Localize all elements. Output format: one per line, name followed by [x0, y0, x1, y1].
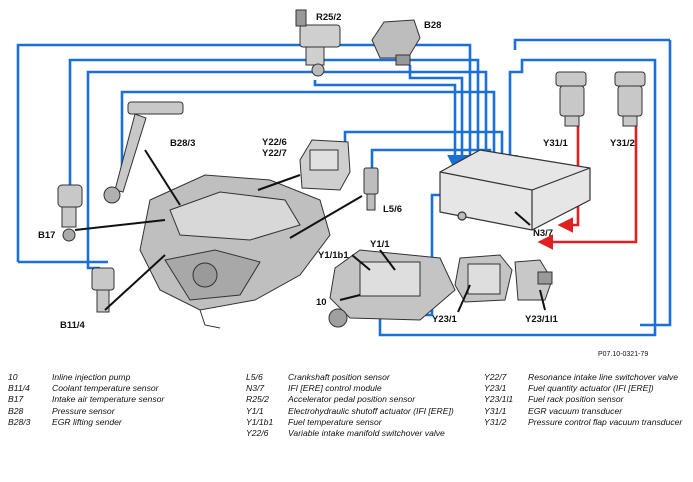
accelerator-pedal-sensor [295, 9, 341, 77]
legend-code: Y23/1l1 [484, 394, 514, 405]
legend-row: Y1/1 Electrohydraulic shutoff actuator (I… [246, 406, 471, 417]
fuel-quantity-actuator [454, 254, 513, 303]
legend-row: Y22/6 Variable intake manifold switchover… [246, 428, 471, 439]
legend-row: Y31/1 EGR vacuum transducer [484, 406, 689, 417]
legend-code: Y23/1 [484, 383, 507, 394]
switchover-valves [299, 139, 351, 191]
pressure-sensor [371, 19, 421, 66]
component-labels: R25/2 B28 B28/3 Y22/6 Y22/7 Y31/1 Y31/2 … [38, 12, 635, 331]
legend-description: Inline injection pump [52, 372, 131, 382]
legend-description: Fuel quantity actuator (IFI [ERE]) [528, 383, 654, 394]
legend-description: Fuel rack position sensor [528, 394, 624, 405]
legend-code: B28 [8, 405, 24, 416]
legend-column-3: Y22/7 Resonance intake line switchover va… [484, 372, 689, 428]
legend-code: Y22/6 [246, 428, 269, 439]
legend-code: Y31/1 [484, 405, 507, 416]
legend-code: 10 [8, 372, 18, 382]
injection-pump [328, 249, 456, 328]
label-n3-7: N3/7 [533, 228, 553, 239]
legend-row: N3/7 IFI [ERE] control module [246, 383, 471, 394]
label-y23-1: Y23/1 [432, 314, 458, 325]
label-b11-4: B11/4 [60, 320, 86, 331]
label-l5-6: L5/6 [383, 204, 402, 215]
label-10: 10 [316, 297, 327, 308]
legend-description: EGR vacuum transducer [528, 405, 623, 416]
label-y23-1l1: Y23/1l1 [525, 314, 558, 325]
legend-code: Y1/1b1 [246, 416, 274, 427]
legend-description: Pressure sensor [52, 405, 115, 416]
legend-row: Y31/2 Pressure control flap vacuum transd… [484, 417, 689, 428]
label-r25-2: R25/2 [316, 12, 341, 23]
label-y22-6: Y22/6 [262, 137, 287, 148]
legend-code: B17 [8, 394, 24, 405]
legend-code: Y1/1 [246, 405, 264, 416]
legend-row: B28/3 EGR lifting sender [8, 417, 238, 428]
legend-description: Electrohydraulic shutoff actuator (IFI [… [288, 405, 454, 416]
fuel-rack-sensor [514, 259, 553, 301]
legend-row: B28 Pressure sensor [8, 406, 238, 417]
wiring-diagram: R25/2 B28 B28/3 Y22/6 Y22/7 Y31/1 Y31/2 … [16, 9, 672, 337]
label-b28: B28 [424, 20, 441, 31]
figure-reference: P07.10-0321-79 [598, 351, 649, 358]
label-y1-1: Y1/1 [370, 239, 390, 250]
legend-description: EGR lifting sender [52, 416, 122, 427]
label-y31-2: Y31/2 [610, 138, 635, 149]
legend-row: B11/4 Coolant temperature sensor [8, 383, 238, 394]
legend-code: R25/2 [246, 394, 269, 405]
intake-air-temp-sensor [57, 184, 83, 242]
legend-row: Y23/1l1 Fuel rack position sensor [484, 394, 689, 405]
coolant-temp-sensor [91, 267, 115, 313]
vacuum-lines [537, 125, 638, 250]
legend-code: Y22/7 [484, 372, 507, 382]
legend-code: B11/4 [8, 383, 30, 394]
legend-code: B28/3 [8, 416, 31, 427]
leader-lines [74, 149, 546, 313]
legend-code: L5/6 [246, 372, 263, 382]
legend-row: Y22/7 Resonance intake line switchover va… [484, 372, 689, 383]
legend-description: Variable intake manifold switchover valv… [288, 428, 445, 439]
label-y31-1: Y31/1 [543, 138, 569, 149]
legend-description: Pressure control flap vacuum transducer [528, 416, 683, 427]
vacuum-transducer-2 [614, 71, 646, 127]
legend-row: Y1/1b1 Fuel temperature sensor [246, 417, 471, 428]
vacuum-transducer-1 [555, 71, 587, 127]
legend-description: Accelerator pedal position sensor [288, 394, 416, 405]
label-b17: B17 [38, 230, 55, 241]
egr-lifting-sender [103, 101, 184, 204]
legend-row: L5/6 Crankshaft position sensor [246, 372, 471, 383]
control-module [439, 149, 591, 231]
legend-description: Resonance intake line switchover valve [528, 372, 678, 382]
legend-description: Crankshaft position sensor [288, 372, 390, 382]
legend-row: B17 Intake air temperature sensor [8, 394, 238, 405]
legend-description: Intake air temperature sensor [52, 394, 165, 405]
engine [139, 174, 331, 329]
legend-description: IFI [ERE] control module [288, 383, 382, 394]
legend-row: 10 Inline injection pump [8, 372, 238, 383]
legend-code: N3/7 [246, 383, 265, 394]
legend-row: R25/2 Accelerator pedal position sensor [246, 394, 471, 405]
label-y22-7: Y22/7 [262, 148, 287, 159]
label-b28-3: B28/3 [170, 138, 195, 149]
legend-description: Fuel temperature sensor [288, 416, 382, 427]
label-y1-1b1: Y1/1b1 [318, 250, 349, 261]
legend-description: Coolant temperature sensor [52, 383, 159, 394]
crankshaft-sensor [363, 167, 379, 211]
legend-row: Y23/1 Fuel quantity actuator (IFI [ERE]) [484, 383, 689, 394]
legend-code: Y31/2 [484, 416, 507, 427]
